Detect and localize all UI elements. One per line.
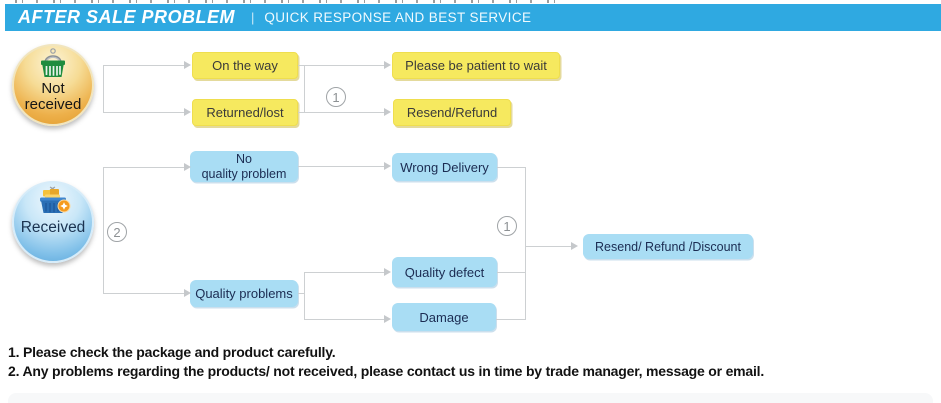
connector-arrow — [184, 61, 191, 69]
connector-line — [103, 112, 185, 113]
flow-box-wrong-delivery: Wrong Delivery — [392, 153, 497, 181]
source-label-received: Received — [20, 219, 86, 236]
connector-line — [103, 167, 104, 293]
source-badge-received: Received — [12, 181, 94, 263]
flow-box-patient-wait: Please be patient to wait — [392, 52, 560, 79]
connector-line — [298, 65, 385, 66]
connector-line — [497, 167, 525, 168]
flow-box-resend-refund: Resend/Refund — [393, 99, 511, 126]
circled-number-2: 2 — [107, 222, 127, 242]
connector-arrow — [384, 315, 391, 323]
flow-box-no-quality-problem: No quality problem — [190, 151, 298, 182]
next-section-edge — [8, 393, 933, 403]
connector-line — [304, 319, 385, 320]
connector-arrow — [184, 163, 191, 171]
source-label-not-received: Not received — [24, 80, 82, 113]
flow-box-damage: Damage — [392, 303, 496, 331]
section-title: AFTER SALE PROBLEM — [18, 7, 236, 27]
green-shopping-basket-icon — [41, 48, 65, 77]
connector-line — [103, 167, 185, 168]
connector-line — [103, 65, 104, 113]
connector-arrow — [384, 108, 391, 116]
cut-off-text-remnant — [15, 0, 565, 3]
circled-number-1-right: 1 — [497, 216, 517, 236]
connector-arrow — [384, 268, 391, 276]
note-line-2: 2. Any problems regarding the products/ … — [8, 363, 765, 379]
connector-line — [103, 293, 185, 294]
connector-arrow — [571, 242, 578, 250]
flow-box-resend-refund-discount: Resend/ Refund /Discount — [583, 234, 753, 259]
footer-notes: 1. Please check the package and product … — [8, 343, 764, 381]
connector-line — [298, 112, 385, 113]
flow-box-returned-lost: Returned/lost — [192, 99, 298, 126]
circled-number-1-top: 1 — [326, 87, 346, 107]
connector-line — [497, 272, 525, 273]
connector-line — [304, 272, 385, 273]
connector-line — [304, 272, 305, 320]
connector-line — [304, 65, 305, 112]
connector-line — [525, 167, 526, 320]
note-line-1: 1. Please check the package and product … — [8, 344, 336, 360]
connector-line — [298, 293, 305, 294]
connector-line — [298, 166, 385, 167]
connector-arrow — [184, 289, 191, 297]
connector-arrow — [184, 108, 191, 116]
section-subtitle: QUICK RESPONSE AND BEST SERVICE — [264, 10, 532, 25]
connector-line — [525, 246, 572, 247]
connector-arrow — [384, 61, 391, 69]
title-separator: | — [251, 10, 255, 25]
blue-shopping-basket-star-icon — [40, 186, 71, 213]
section-header-bar: AFTER SALE PROBLEM | QUICK RESPONSE AND … — [5, 4, 941, 31]
flow-box-on-the-way: On the way — [192, 52, 298, 79]
connector-arrow — [384, 162, 391, 170]
source-badge-not-received: Not received — [12, 44, 94, 126]
connector-line — [496, 319, 525, 320]
flow-box-quality-defect: Quality defect — [392, 257, 497, 287]
flow-box-quality-problems: Quality problems — [190, 280, 298, 307]
connector-line — [103, 65, 185, 66]
